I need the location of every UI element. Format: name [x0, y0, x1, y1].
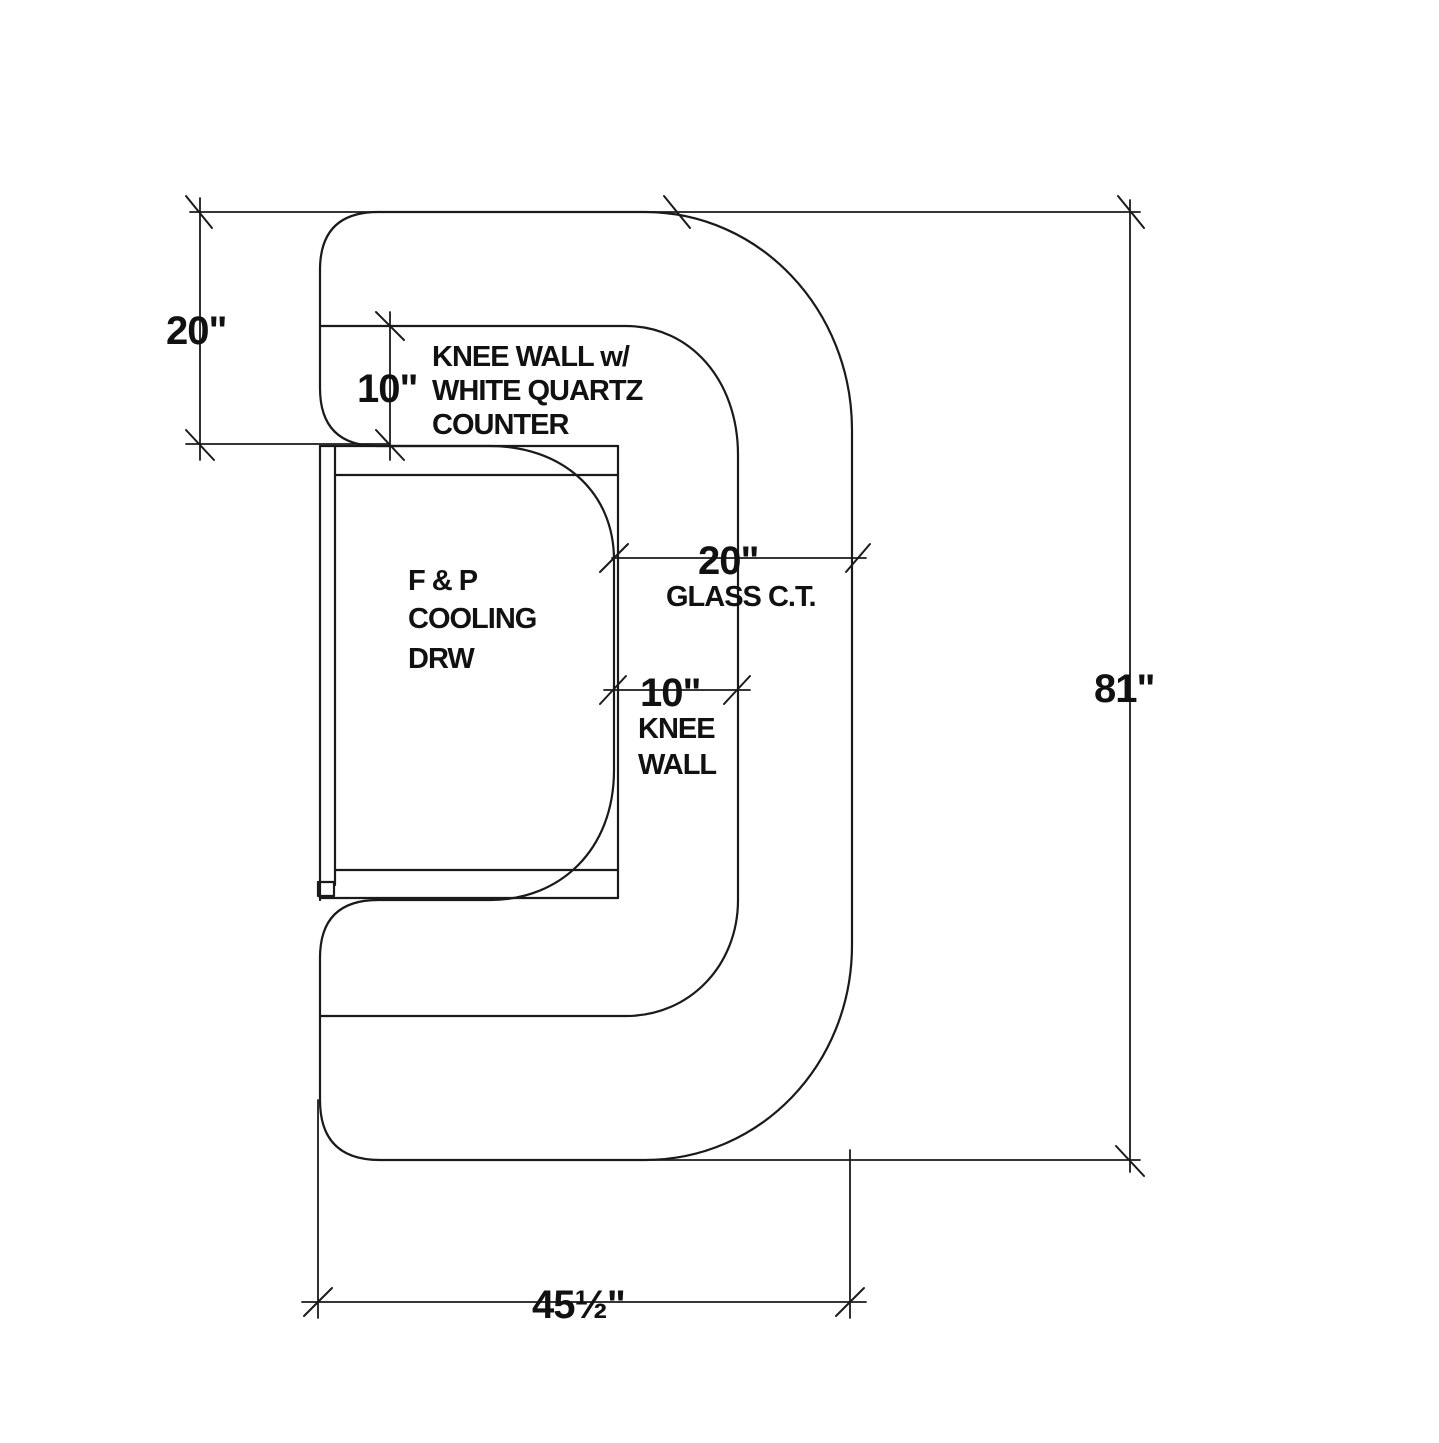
- knee-wall-note-line-3: COUNTER: [432, 409, 569, 441]
- glass-dimension-20: [599, 543, 871, 573]
- side-knee-dimension-10: [599, 675, 751, 705]
- dim-label-overall-height: 81": [1094, 667, 1154, 711]
- bottom-dimension-45: [301, 1099, 867, 1319]
- top-dimension-line: [185, 195, 1145, 229]
- side-knee-note-line-2: WALL: [638, 749, 716, 781]
- dim-label-side-knee-10: 10": [640, 671, 700, 715]
- cooling-drawer-line-2: COOLING: [408, 603, 536, 635]
- cooling-drawer-cabinet: [316, 444, 620, 902]
- knee-wall-note-line-1: KNEE WALL w/: [432, 341, 630, 373]
- knee-wall-inner-line: [318, 324, 740, 1018]
- left-dimension-20: [185, 197, 391, 461]
- side-knee-note-line-1: KNEE: [638, 713, 715, 745]
- dim-label-glass-20: 20": [698, 539, 758, 583]
- side-knee-note: KNEE WALL: [638, 713, 717, 781]
- cooling-drawer-label: F & P COOLING DRW: [408, 565, 537, 675]
- knee-wall-dimension-10: [375, 311, 405, 461]
- dim-label-top-left-20: 20": [166, 309, 226, 353]
- dim-label-knee-wall-10: 10": [357, 367, 417, 411]
- dim-label-overall-width: 45½": [532, 1283, 625, 1327]
- right-dimension-81: [649, 199, 1145, 1177]
- counter-top-region: [318, 210, 854, 1162]
- knee-wall-note-line-2: WHITE QUARTZ: [432, 375, 643, 407]
- cooling-drawer-line-3: DRW: [408, 643, 475, 675]
- glass-ct-note: GLASS C.T.: [666, 581, 816, 613]
- knee-wall-note: KNEE WALL w/ WHITE QUARTZ COUNTER: [432, 341, 644, 441]
- cooling-drawer-line-1: F & P: [408, 565, 478, 597]
